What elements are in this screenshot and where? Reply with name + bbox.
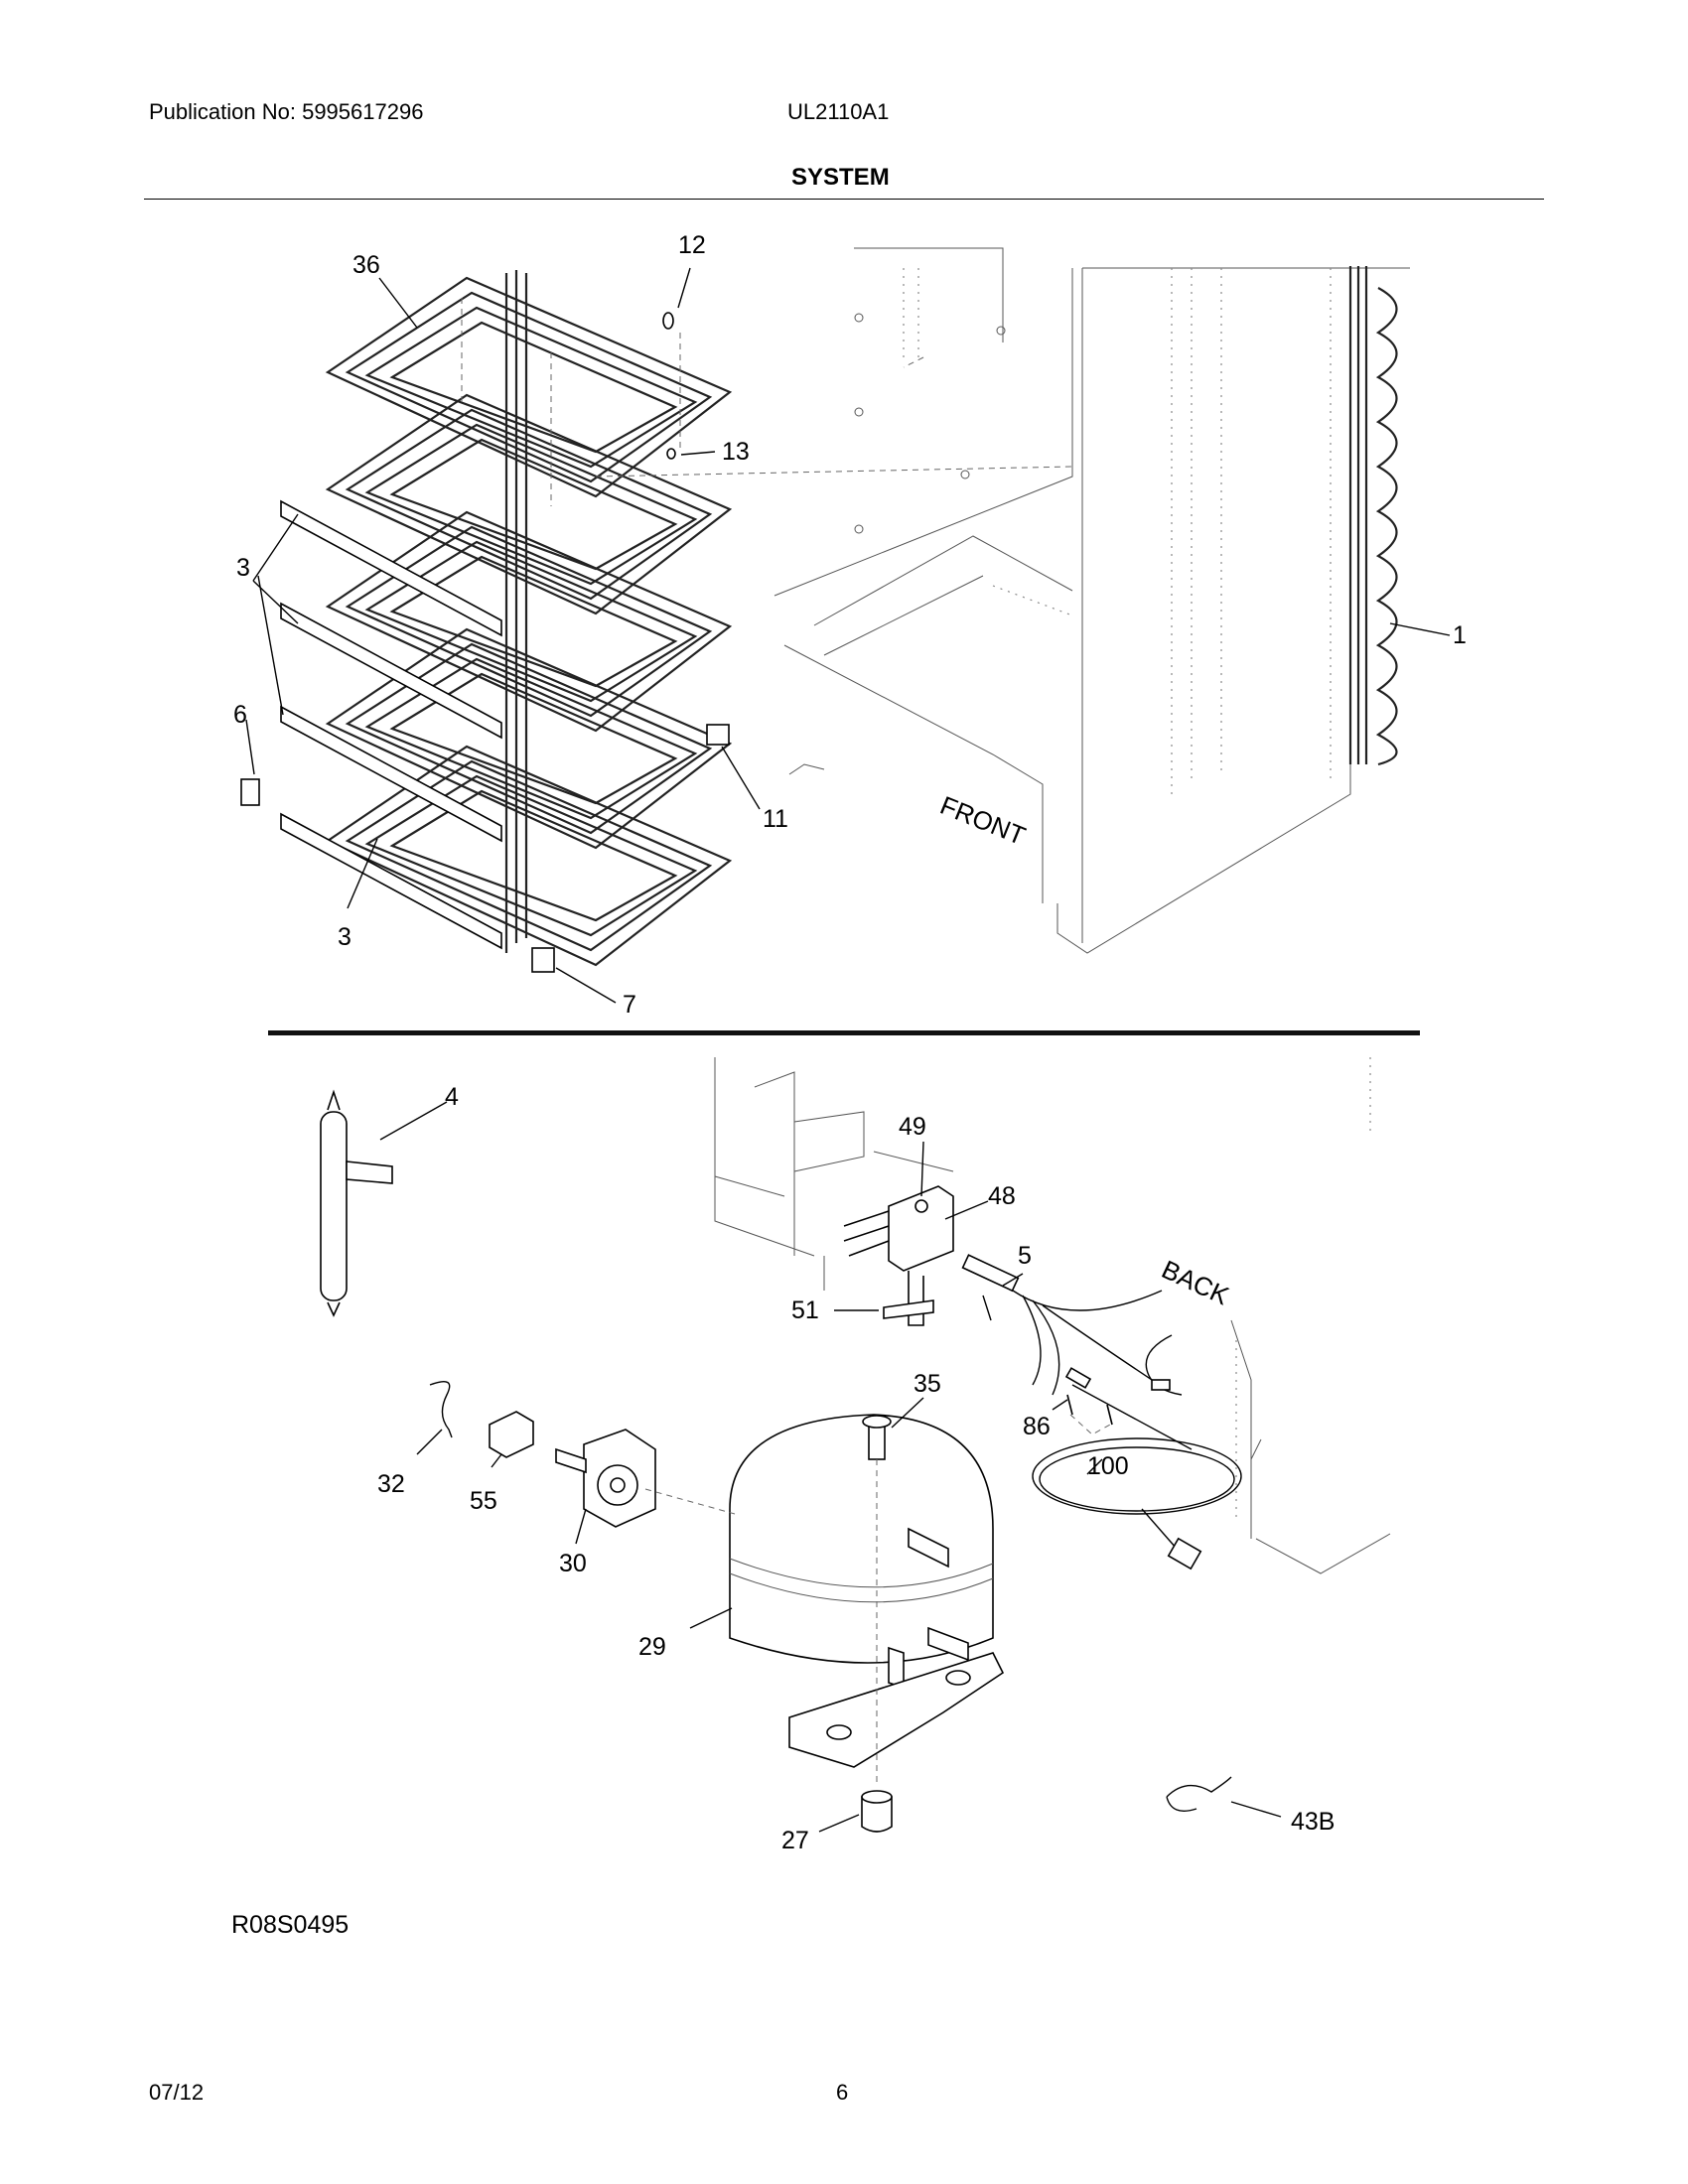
relay-bracket: [843, 1185, 954, 1326]
power-cord: [1032, 1367, 1242, 1570]
section-divider: [268, 1030, 1420, 1035]
overload-axis: [644, 1488, 736, 1515]
callout-12: 12: [678, 231, 706, 259]
callout-4: 4: [445, 1083, 459, 1111]
callout-3-upper: 3: [236, 554, 250, 582]
callout-36: 36: [352, 251, 380, 279]
front-orientation-label: FRONT: [936, 790, 1030, 851]
callout-5: 5: [1018, 1242, 1032, 1270]
page-number: 6: [836, 2080, 849, 2105]
tube-clip-43b: [1166, 1776, 1232, 1812]
callout-49: 49: [899, 1113, 926, 1141]
wire-harness: [961, 1254, 1183, 1396]
filter-drier: [320, 1089, 393, 1317]
clip-part-7: [531, 947, 555, 973]
callout-43b: 43B: [1291, 1808, 1335, 1836]
evaporator-shelf-assembly: [325, 270, 1073, 967]
footer-date: 07/12: [149, 2080, 205, 2105]
callout-100: 100: [1087, 1452, 1129, 1480]
callout-35: 35: [914, 1370, 941, 1398]
publication-number: Publication No: 5995617296: [149, 99, 424, 124]
grommet-13: [666, 448, 676, 460]
callout-32: 32: [377, 1470, 405, 1498]
callout-30: 30: [559, 1550, 587, 1577]
grommet-12: [662, 312, 674, 330]
lower-leader-lines: [379, 1101, 1282, 1833]
cord-clip-screws: [1066, 1394, 1113, 1435]
callout-6: 6: [233, 701, 247, 729]
cabinet-outline: [774, 247, 1410, 954]
callout-13: 13: [722, 438, 750, 466]
model-number: UL2110A1: [787, 99, 890, 124]
callout-11: 11: [763, 805, 788, 833]
breaker-strips: [280, 499, 502, 950]
grommet-27: [861, 1790, 893, 1833]
callout-48: 48: [988, 1182, 1016, 1210]
compressor-29: [729, 1414, 1005, 1768]
condenser-coil: [1348, 266, 1398, 766]
callout-51: 51: [791, 1297, 819, 1324]
wire-clip-32: [429, 1381, 453, 1438]
callout-7: 7: [623, 991, 636, 1019]
overload-protector-30: [555, 1429, 656, 1528]
clip-part-11: [706, 724, 730, 746]
cabinet-back-outline: [714, 1057, 1391, 1574]
clip-part-6: [240, 778, 260, 806]
drawing-code: R08S0495: [231, 1911, 350, 1939]
callout-1: 1: [1453, 621, 1467, 649]
back-orientation-label: BACK: [1157, 1254, 1233, 1310]
header-rule: [144, 199, 1544, 200]
callout-27: 27: [781, 1827, 809, 1854]
upper-leader-lines: [245, 267, 1451, 1004]
relay-55: [489, 1411, 534, 1458]
callout-29: 29: [638, 1633, 666, 1661]
callout-3-lower: 3: [338, 923, 352, 951]
section-title: SYSTEM: [791, 164, 890, 191]
callout-55: 55: [470, 1487, 497, 1515]
callout-86: 86: [1023, 1413, 1051, 1440]
